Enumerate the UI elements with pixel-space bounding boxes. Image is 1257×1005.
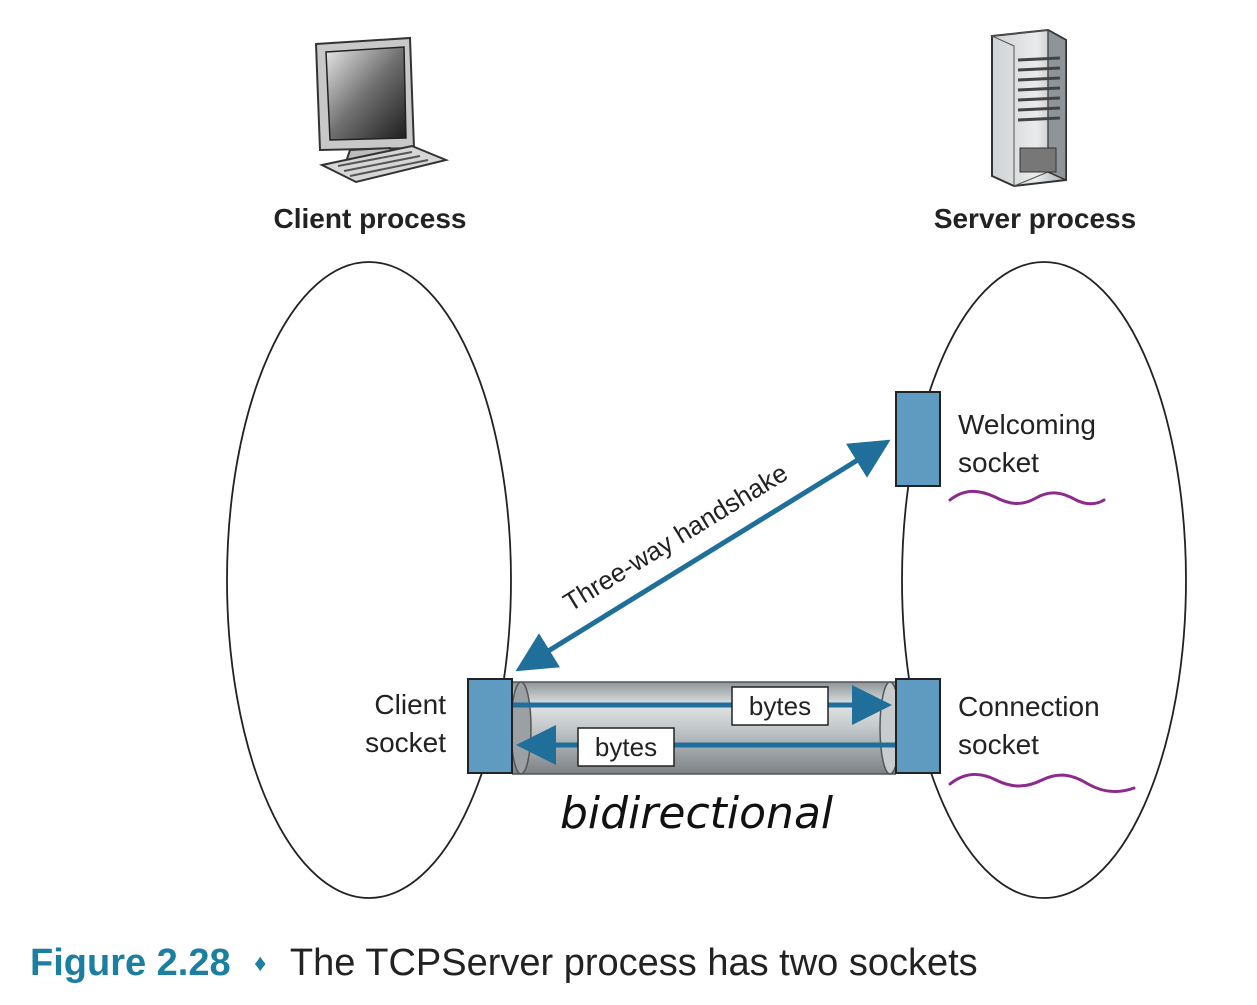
welcoming-socket-underline-squiggle: [948, 489, 1106, 506]
client-socket-label-line1: Client: [374, 689, 446, 720]
bytes-top-label: bytes: [749, 691, 811, 721]
bytes-top-box: bytes: [731, 686, 829, 726]
server-process-label: Server process: [934, 203, 1136, 234]
connection-socket-underline-squiggle: [948, 773, 1136, 793]
server-tower-icon: [990, 28, 1067, 188]
connection-socket-label-line2: socket: [958, 729, 1039, 760]
welcoming-socket: [895, 391, 941, 487]
client-process-boundary: [226, 261, 512, 899]
welcoming-socket-label-line1: Welcoming: [958, 409, 1096, 440]
caption-separator: ♦: [254, 950, 266, 977]
bytes-bottom-box: bytes: [577, 727, 675, 767]
welcoming-socket-label-line2: socket: [958, 447, 1039, 478]
figure-caption: Figure 2.28 ♦ The TCPServer process has …: [30, 938, 978, 984]
three-way-handshake-arrow: [515, 439, 891, 672]
figure-number: Figure 2.28: [30, 942, 231, 984]
client-socket-label-line2: socket: [365, 727, 446, 758]
server-process-boundary: [901, 261, 1187, 899]
tcp-connection-pipe: [510, 681, 901, 775]
three-way-handshake-label: Three-way handshake: [558, 457, 793, 617]
client-process-label: Client process: [274, 203, 467, 234]
connection-socket-label-line1: Connection: [958, 691, 1100, 722]
desktop-computer-icon: [314, 36, 450, 184]
client-socket: [467, 678, 513, 774]
figure-caption-text: The TCPServer process has two sockets: [290, 942, 978, 984]
connection-socket: [895, 678, 941, 774]
bytes-bottom-label: bytes: [595, 732, 657, 762]
bidirectional-annotation: bidirectional: [560, 788, 834, 839]
